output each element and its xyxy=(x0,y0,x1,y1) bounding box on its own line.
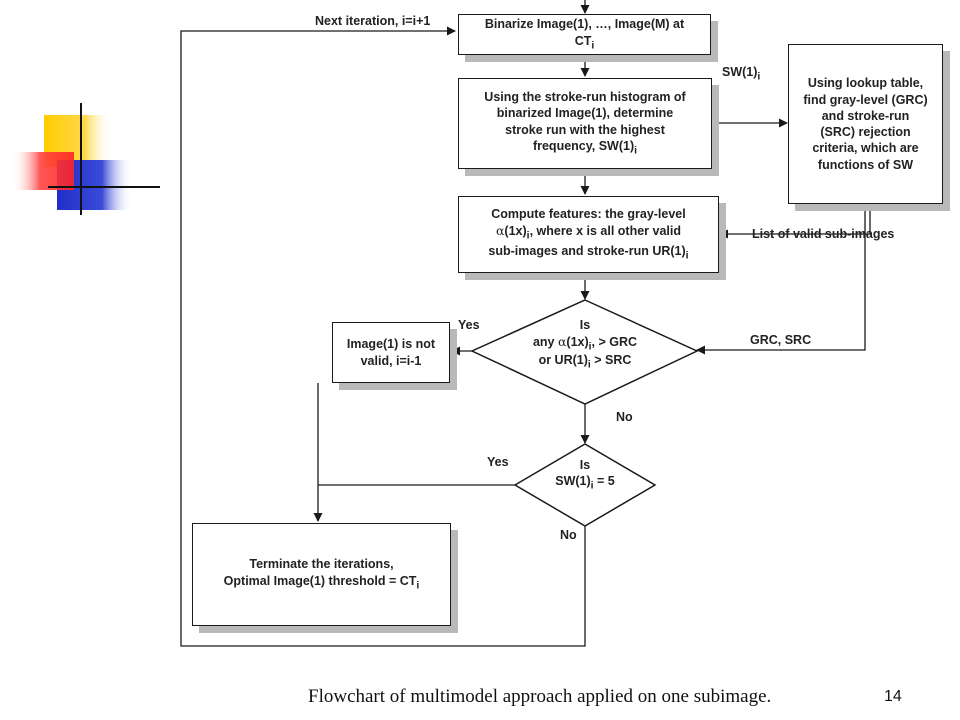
lookup-line5: criteria, which are xyxy=(812,141,919,156)
features-line1: Compute features: the gray-level xyxy=(491,207,686,222)
lookup-line6: functions of SW xyxy=(817,157,914,172)
histogram-box: Using the stroke-run histogram of binari… xyxy=(458,78,712,169)
lookup-line4: (SRC) rejection xyxy=(820,125,911,139)
binarize-box: Binarize Image(1), …, Image(M) at CTi xyxy=(458,14,711,55)
decision-grc-sub3: i xyxy=(587,359,591,371)
label-valid-subimages: List of valid sub-images xyxy=(752,227,895,241)
terminate-line1: Terminate the iterations, xyxy=(249,557,394,572)
decision-sw-text: Is SW(1)i = 5 xyxy=(535,458,635,492)
features-line2b: , where x is all other valid xyxy=(529,223,682,238)
histogram-line1: Using the stroke-run histogram of xyxy=(484,90,686,105)
decision-grc-shape xyxy=(470,299,699,405)
lookup-box: Using lookup table, find gray-level (GRC… xyxy=(788,44,943,204)
edge-lookup-decision xyxy=(696,204,866,355)
decision-sw-line2b: = 5 xyxy=(593,473,615,488)
not-valid-line1: Image(1) is not xyxy=(346,337,436,352)
lookup-line3: and stroke-run xyxy=(821,108,910,123)
decision-grc-line1: Is xyxy=(579,318,591,332)
lookup-line2: find gray-level (GRC) xyxy=(803,92,928,107)
features-line2a: (1x) xyxy=(504,223,527,238)
label-no-1: No xyxy=(616,410,633,424)
decision-sw-shape xyxy=(513,443,657,527)
decision-sw-line2a: SW(1) xyxy=(555,473,591,488)
histogram-sub: i xyxy=(634,145,638,157)
decision-grc-line2a: any xyxy=(532,334,558,349)
decision-grc-line2c: , > GRC xyxy=(591,334,638,349)
features-line3: sub-images and stroke-run UR(1) xyxy=(488,243,686,258)
terminate-line2: Optimal Image(1) threshold = CT xyxy=(223,573,417,588)
features-box: Compute features: the gray-level α(1x)i,… xyxy=(458,196,719,273)
decision-grc-text: Is any α(1x)i, > GRC or UR(1)i > SRC xyxy=(505,318,665,372)
features-sub: i xyxy=(526,230,530,242)
not-valid-box: Image(1) is not valid, i=i-1 xyxy=(332,322,450,383)
decision-grc-line3b: > SRC xyxy=(590,353,632,368)
binarize-line1: Binarize Image(1), …, Image(M) at xyxy=(484,17,685,32)
histogram-line2: binarized Image(1), determine xyxy=(496,106,674,121)
label-grc-src: GRC, SRC xyxy=(750,333,812,347)
decision-sw-line1: Is xyxy=(579,458,591,472)
label-no-2: No xyxy=(560,528,577,542)
histogram-line3: stroke run with the highest xyxy=(505,122,665,137)
terminate-sub: i xyxy=(416,580,420,592)
decision-grc-line2b: (1x) xyxy=(566,334,589,349)
figure-caption: Flowchart of multimodel approach applied… xyxy=(308,686,772,707)
decision-sw-sub: i xyxy=(590,480,594,492)
lookup-line1: Using lookup table, xyxy=(807,76,924,91)
decision-grc-sub: i xyxy=(588,341,592,353)
edge-loop-back xyxy=(180,26,586,647)
logo-red-square xyxy=(12,152,74,190)
label-sw-value-text: SW(1) xyxy=(722,65,758,79)
label-yes-1: Yes xyxy=(458,318,480,332)
edge-lookup-features xyxy=(719,204,871,239)
label-next-iteration: Next iteration, i=i+1 xyxy=(315,14,431,28)
histogram-line4: frequency, SW(1) xyxy=(532,138,635,153)
features-alpha: α xyxy=(495,222,505,238)
binarize-sub: i xyxy=(591,40,595,52)
decision-grc-alpha: α xyxy=(557,333,567,349)
page-number: 14 xyxy=(884,688,902,705)
label-yes-2: Yes xyxy=(487,455,509,469)
decision-grc-line3a: or UR(1) xyxy=(538,353,588,368)
features-sub3: i xyxy=(685,250,689,262)
binarize-line2: CT xyxy=(574,33,592,48)
label-sw-value: SW(1)i xyxy=(722,65,760,83)
not-valid-line2: valid, i=i-1 xyxy=(360,353,422,368)
slide-logo xyxy=(12,103,160,215)
label-sw-value-sub: i xyxy=(757,71,761,83)
terminate-box: Terminate the iterations, Optimal Image(… xyxy=(192,523,451,626)
